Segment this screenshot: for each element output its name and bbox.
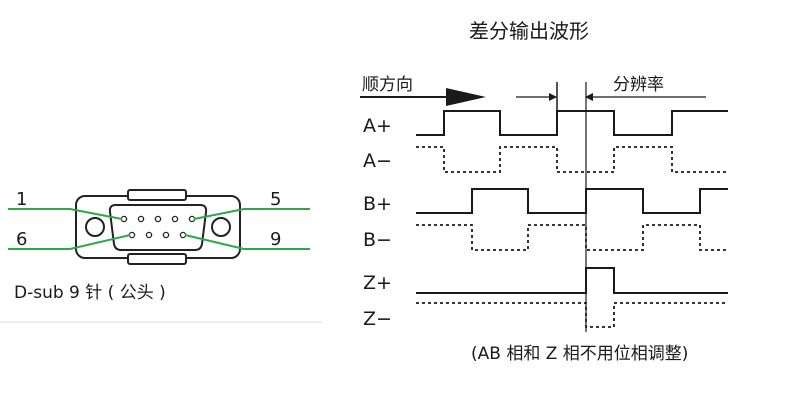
signal-label-b-minus: B− — [363, 229, 392, 251]
pin — [120, 215, 128, 223]
resolution-label: 分辨率 — [613, 75, 664, 95]
signal-label-b-plus: B+ — [363, 193, 392, 215]
connector-pins — [120, 215, 196, 239]
mount-hole-right — [211, 217, 231, 237]
waveform-a-plus — [416, 110, 728, 136]
pin — [128, 231, 136, 239]
wire-pin-6 — [8, 234, 131, 250]
pin — [171, 215, 179, 223]
waveform-footnote: (AB 相和 Z 相不用位相调整) — [471, 344, 688, 364]
connector-caption: D-sub 9 针 ( 公头 ) — [14, 283, 166, 303]
waveforms — [416, 110, 728, 328]
waveform-b-minus — [416, 224, 728, 251]
pin — [162, 231, 170, 239]
wire-pin-5 — [193, 208, 310, 220]
waveform-a-minus — [416, 146, 728, 173]
pin-wires — [8, 208, 310, 250]
signal-label-a-minus: A− — [363, 150, 392, 172]
direction-label: 顺方向 — [362, 75, 413, 95]
connector-top-tab — [127, 189, 187, 201]
direction-arrowhead — [446, 88, 486, 106]
wire-pin-1 — [8, 208, 123, 220]
direction-arrow — [360, 88, 486, 106]
signal-label-z-minus: Z− — [363, 308, 392, 330]
wire-pin-9 — [184, 234, 310, 250]
pin-label-5: 5 — [270, 189, 281, 210]
waveform-title: 差分输出波形 — [469, 19, 589, 43]
pin — [137, 215, 145, 223]
signal-label-z-plus: Z+ — [363, 272, 392, 294]
waveform-z-minus — [416, 302, 728, 328]
dsub-connector: 1 5 6 9 — [8, 189, 310, 265]
waveform-z-plus — [416, 267, 728, 294]
pin-label-6: 6 — [16, 229, 27, 250]
waveform-b-plus — [416, 188, 728, 214]
pin — [154, 215, 162, 223]
signal-label-a-plus: A+ — [363, 115, 392, 137]
pin-label-1: 1 — [16, 189, 27, 210]
pin — [188, 215, 196, 223]
connector-bottom-tab — [127, 253, 187, 265]
resolution-dimension — [516, 82, 706, 332]
mount-hole-left — [85, 217, 105, 237]
pin-label-9: 9 — [270, 229, 281, 250]
pin — [179, 231, 187, 239]
connector-shell — [108, 204, 208, 251]
pin — [145, 231, 153, 239]
